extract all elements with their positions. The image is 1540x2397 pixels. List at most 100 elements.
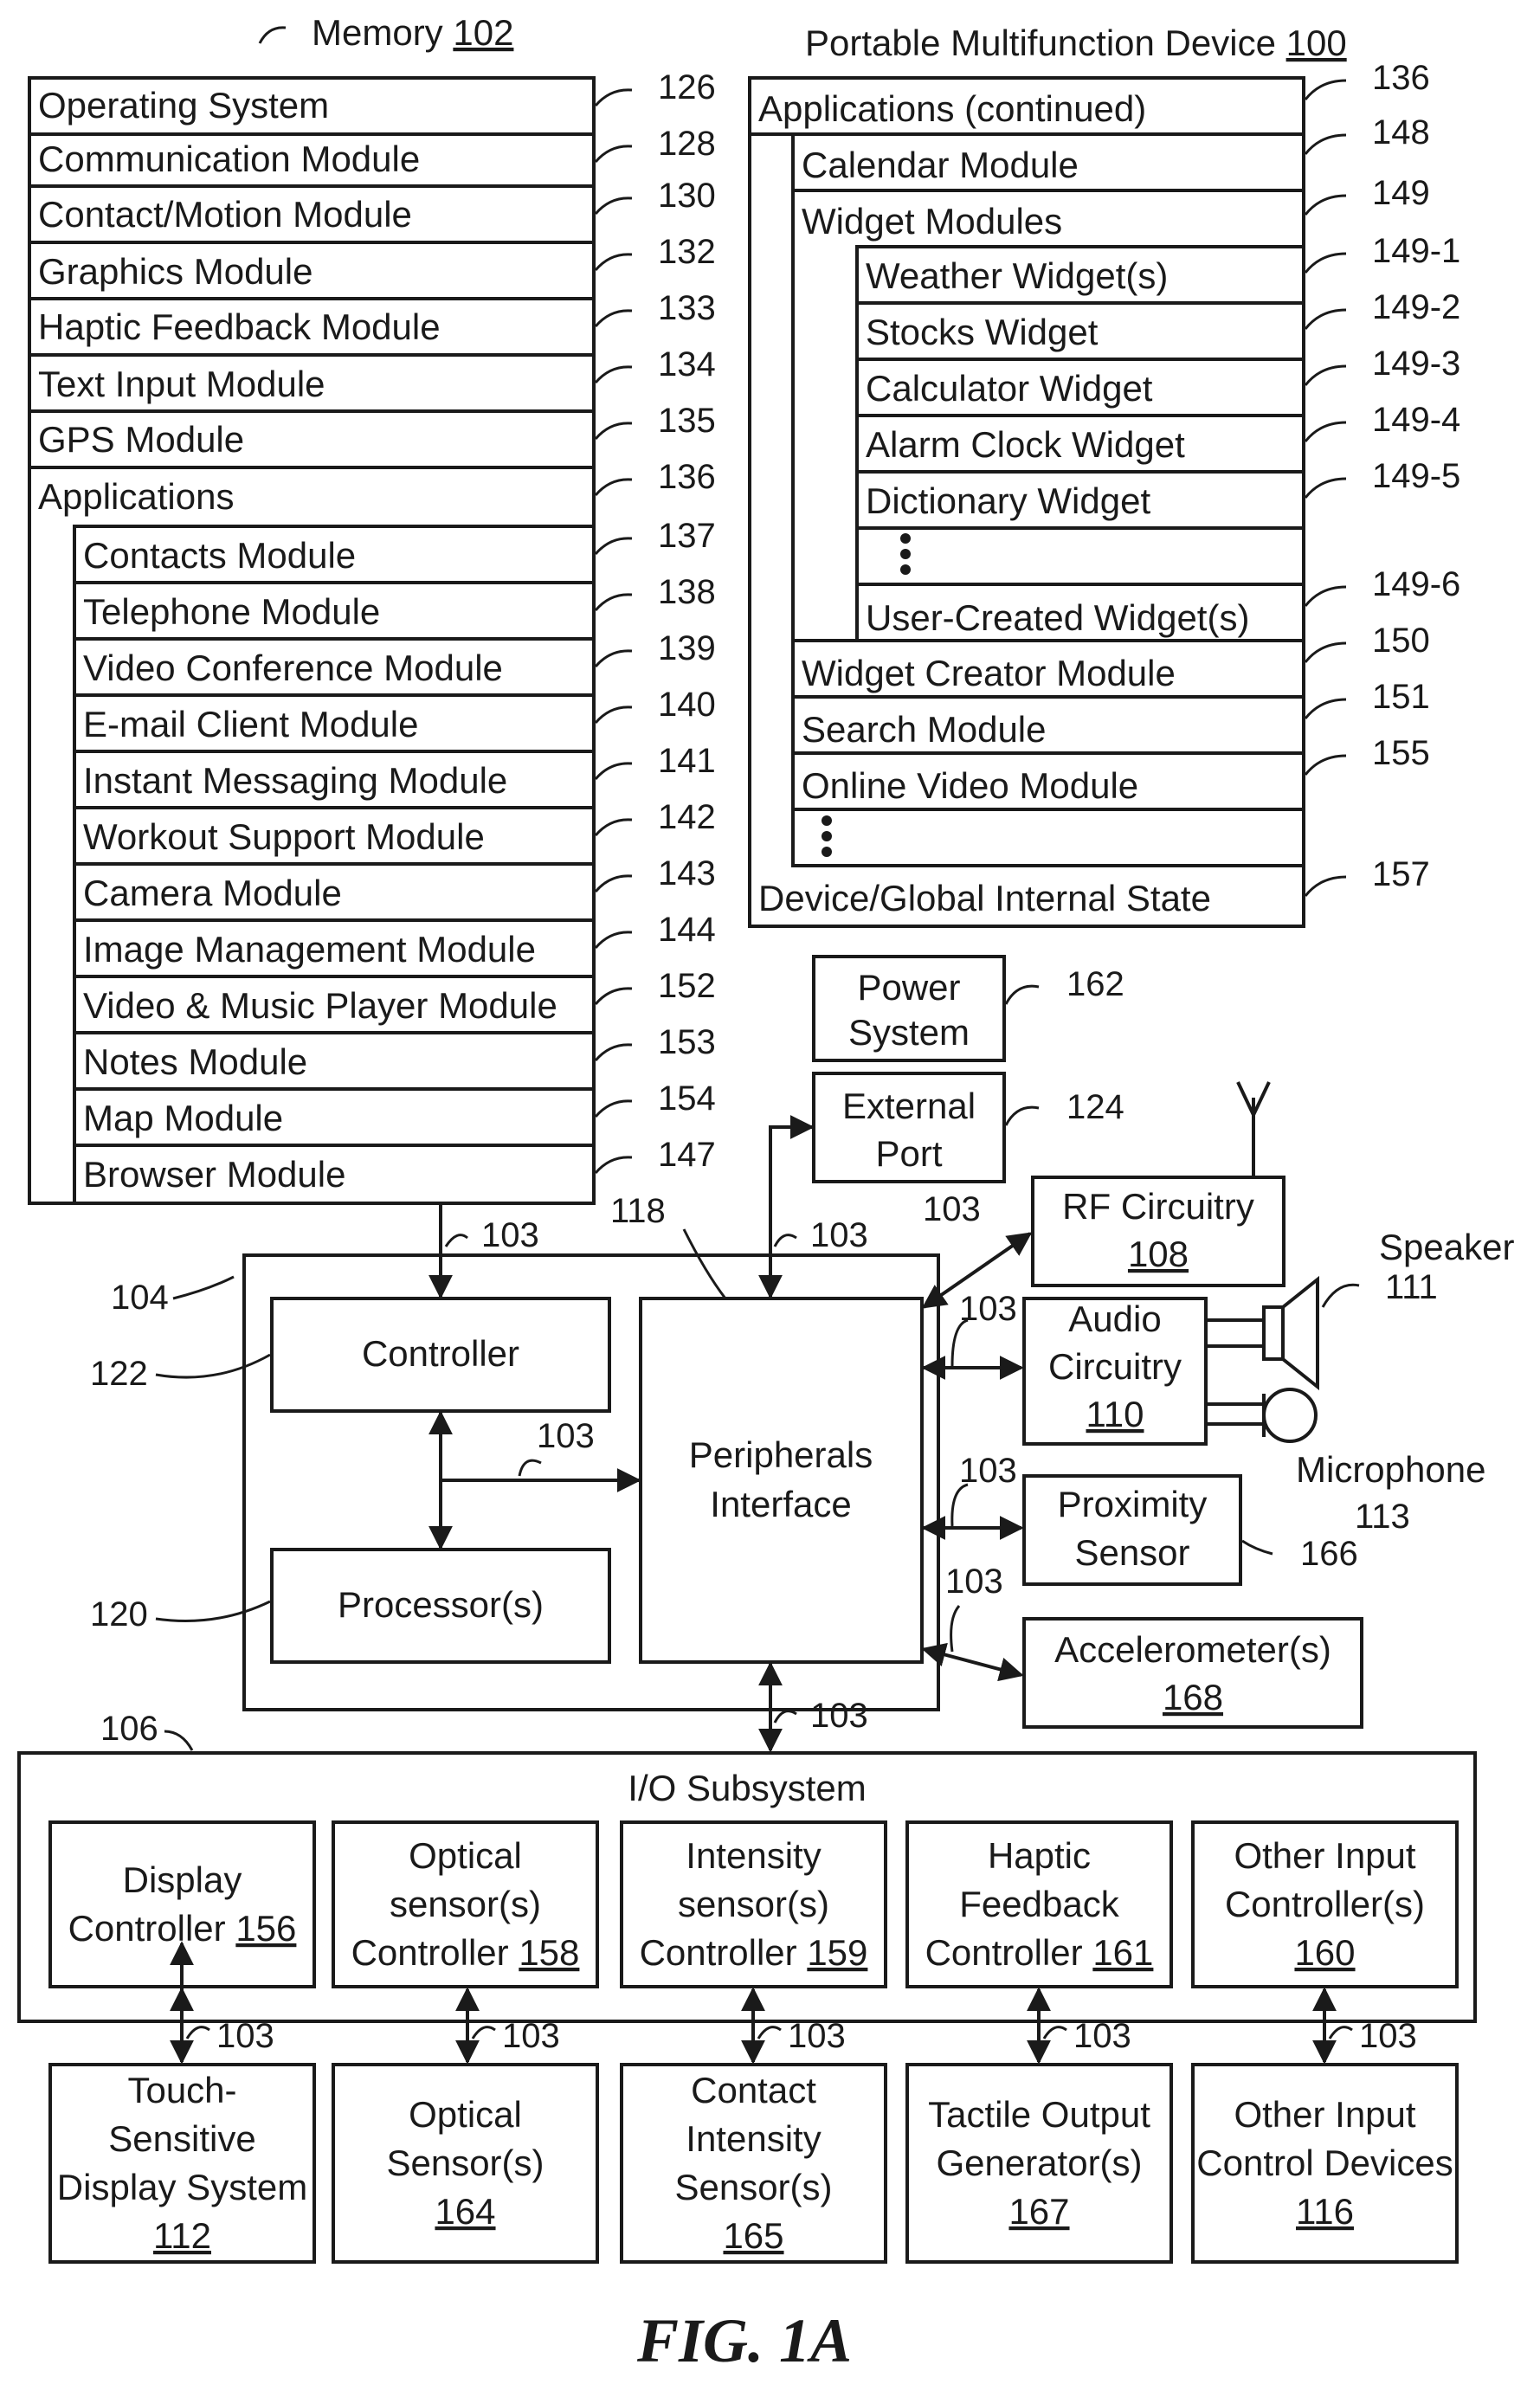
io-device-label: Sensitive (108, 2118, 255, 2159)
speaker-label: Speaker (1379, 1227, 1514, 1267)
app-label: Workout Support Module (83, 816, 485, 857)
power-line2: System (848, 1012, 970, 1053)
proximity-sensor: Proximity Sensor 166 (1024, 1476, 1358, 1584)
figure-label: FIG. 1A (636, 2306, 852, 2375)
io-controller-label: Controller 158 (351, 1932, 580, 1973)
memory-ref: 133 (658, 289, 716, 327)
io-controller-num: 160 (1294, 1932, 1355, 1973)
chip-box (244, 1255, 938, 1710)
chip-group: 104 Controller 122 Processor(s) 120 Peri… (90, 1192, 938, 1710)
audio-circuitry: Audio Circuitry 110 (1024, 1298, 1206, 1444)
processor-ref: 120 (90, 1595, 148, 1633)
io-device-num: 112 (153, 2215, 211, 2256)
online-video-label: Online Video Module (802, 765, 1138, 806)
controller-label: Controller (362, 1333, 519, 1374)
graphics-module-label: Graphics Module (38, 251, 313, 292)
io-controller-label: sensor(s) (390, 1884, 541, 1924)
app-ref: 138 (658, 573, 716, 611)
processor-label: Processor(s) (338, 1584, 544, 1625)
bus-internal-ref: 103 (537, 1417, 595, 1455)
bus-ext-ref: 103 (810, 1216, 868, 1254)
io-device-label: Other Input (1234, 2094, 1415, 2135)
io-controller-label: Haptic (988, 1835, 1091, 1876)
proximity-line1: Proximity (1058, 1484, 1208, 1524)
io-bus-ref: 103 (502, 2017, 560, 2055)
io-ref: 106 (100, 1710, 158, 1748)
app-ref: 153 (658, 1023, 716, 1061)
bus-rf-ref: 103 (923, 1190, 981, 1228)
rf-num: 108 (1128, 1234, 1189, 1274)
pmd-group: Portable Multifunction Device 100 Applic… (750, 23, 1460, 926)
power-line1: Power (857, 967, 960, 1008)
pmd-ref: 148 (1372, 113, 1430, 151)
pmd-title: Portable Multifunction Device 100 (805, 23, 1347, 63)
bus-118-ref: 118 (610, 1192, 666, 1230)
text-input-label: Text Input Module (38, 364, 325, 404)
device-state-label: Device/Global Internal State (758, 878, 1211, 918)
app-ref: 141 (658, 742, 716, 780)
io-device-num: 164 (435, 2191, 495, 2232)
proximity-ref: 166 (1300, 1535, 1358, 1573)
pmd-ref: 136 (1372, 59, 1430, 97)
io-device-label: Optical (409, 2094, 522, 2135)
app-ref: 152 (658, 967, 716, 1005)
io-controller-label: Feedback (959, 1884, 1119, 1924)
io-title: I/O Subsystem (628, 1768, 866, 1808)
memory-ref: 126 (658, 68, 716, 106)
memory-ref: 135 (658, 402, 716, 440)
pmd-ref: 157 (1372, 855, 1430, 893)
app-label: E-mail Client Module (83, 704, 418, 744)
app-label: Contacts Module (83, 535, 356, 576)
accelerometer: Accelerometer(s) 168 (1024, 1619, 1362, 1727)
app-label: Camera Module (83, 873, 342, 913)
ext-port-ref: 124 (1066, 1088, 1124, 1126)
bus-audio-ref: 103 (959, 1290, 1017, 1328)
microphone-ref: 113 (1355, 1498, 1410, 1536)
apps-continued-label: Applications (continued) (758, 88, 1146, 129)
widget-label: Weather Widget(s) (866, 255, 1168, 296)
gps-module-label: GPS Module (38, 419, 244, 460)
proximity-line2: Sensor (1074, 1532, 1189, 1573)
power-system: Power System 162 (814, 957, 1124, 1060)
app-ref: 147 (658, 1136, 716, 1174)
pmd-ref: 149-2 (1372, 288, 1460, 326)
bus-prox-ref: 103 (959, 1452, 1017, 1490)
io-controller-label: Controller 159 (640, 1932, 868, 1973)
app-label: Video Conference Module (83, 648, 503, 688)
search-module-label: Search Module (802, 709, 1047, 750)
io-device-label: Control Devices (1196, 2142, 1453, 2183)
haptic-module-label: Haptic Feedback Module (38, 306, 441, 347)
memory-refs: 1261281301321331341351361371381391401411… (596, 68, 716, 1174)
app-ref: 144 (658, 911, 716, 949)
app-ref: 142 (658, 798, 716, 836)
ext-port-line2: Port (875, 1133, 942, 1174)
io-device-label: Contact (691, 2070, 816, 2110)
io-device-num: 116 (1296, 2191, 1354, 2232)
app-ref: 140 (658, 686, 716, 724)
io-device-label: Intensity (686, 2118, 821, 2159)
app-label: Map Module (83, 1098, 283, 1138)
accel-line1: Accelerometer(s) (1054, 1629, 1331, 1670)
io-controller-label: Controller(s) (1225, 1884, 1425, 1924)
widget-creator-label: Widget Creator Module (802, 653, 1176, 693)
pmd-ref: 149-1 (1372, 232, 1460, 270)
widget-label: Calculator Widget (866, 368, 1153, 409)
speaker-ref: 111 (1385, 1268, 1438, 1306)
io-controllers: DisplayController 156Opticalsensor(s)Con… (50, 1822, 1457, 1987)
io-device-label: Sensor(s) (386, 2142, 544, 2183)
io-controller-label: Other Input (1234, 1835, 1415, 1876)
external-port: External Port 124 (814, 1073, 1124, 1182)
io-bus-ref: 103 (216, 2017, 274, 2055)
io-subsystem: I/O Subsystem 106 DisplayController 156O… (19, 1710, 1475, 2021)
app-label: Image Management Module (83, 929, 536, 970)
memory-ref: 134 (658, 345, 716, 383)
pmd-ref: 149 (1372, 174, 1430, 212)
app-label: Telephone Module (83, 591, 380, 632)
chip-ref: 104 (111, 1279, 169, 1317)
memory-ref: 128 (658, 125, 716, 163)
audio-line1: Audio (1068, 1298, 1161, 1339)
io-controller-label: Intensity (686, 1835, 821, 1876)
io-bus-ref: 103 (788, 2017, 846, 2055)
io-controller-label: Display (123, 1859, 242, 1900)
os-label: Operating System (38, 85, 329, 126)
